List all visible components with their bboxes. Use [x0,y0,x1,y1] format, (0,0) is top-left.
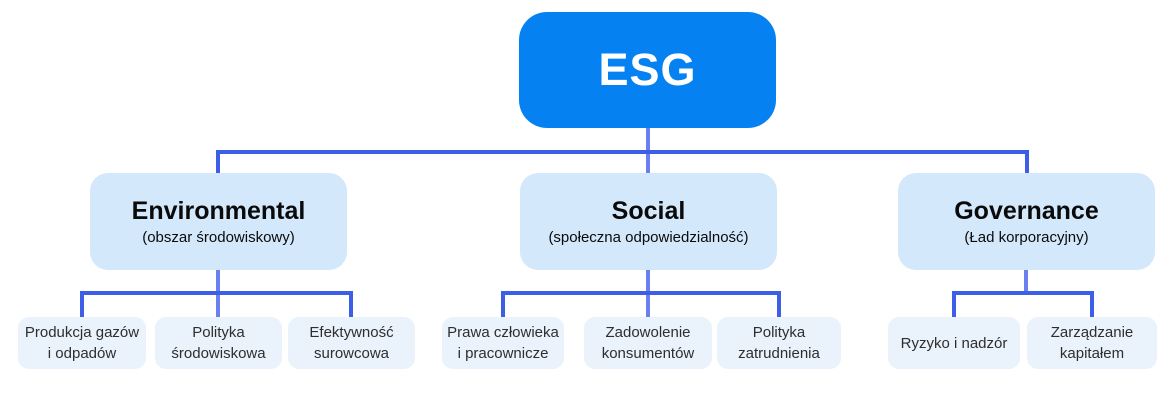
connector-governance-vertical [1024,270,1028,293]
connector-drop-gov-child-1 [952,291,956,317]
connector-drop-soc-child-3 [777,291,781,317]
leaf-node-ryzyko-nadzor: Ryzyko i nadzór [888,317,1020,369]
connector-social-horizontal [501,291,781,295]
connector-drop-env-child-3 [349,291,353,317]
leaf-node-zadowolenie-konsumentow: Zadowolenie konsumentów [584,317,712,369]
category-node-governance: Governance (Ład korporacyjny) [898,173,1155,270]
connector-drop-env-child-1 [80,291,84,317]
category-node-environmental: Environmental (obszar środowiskowy) [90,173,347,270]
category-title: Governance [954,196,1099,225]
leaf-node-produkcja-gazow: Produkcja gazów i odpadów [18,317,146,369]
leaf-node-polityka-srodowiskowa: Polityka środowiskowa [155,317,282,369]
leaf-node-polityka-zatrudnienia: Polityka zatrudnienia [717,317,841,369]
connector-environmental-horizontal [80,291,353,295]
category-subtitle: (społeczna odpowiedzialność) [548,228,749,246]
category-subtitle: (Ład korporacyjny) [964,228,1089,246]
root-node-esg: ESG [519,12,776,128]
connector-drop-governance [1025,150,1029,173]
category-title: Social [611,196,686,225]
leaf-node-zarzadzanie-kapitalem: Zarządzanie kapitałem [1027,317,1157,369]
connector-governance-horizontal [952,291,1094,295]
leaf-node-prawa-czlowieka: Prawa człowieka i pracownicze [442,317,564,369]
connector-drop-environmental [216,150,220,173]
connector-level1-horizontal [216,150,1029,154]
category-node-social: Social (społeczna odpowiedzialność) [520,173,777,270]
connector-drop-soc-child-1 [501,291,505,317]
leaf-node-efektywnosc-surowcowa: Efektywność surowcowa [288,317,415,369]
category-subtitle: (obszar środowiskowy) [142,228,295,246]
root-node-label: ESG [598,44,697,95]
category-title: Environmental [131,196,306,225]
connector-drop-gov-child-2 [1090,291,1094,317]
